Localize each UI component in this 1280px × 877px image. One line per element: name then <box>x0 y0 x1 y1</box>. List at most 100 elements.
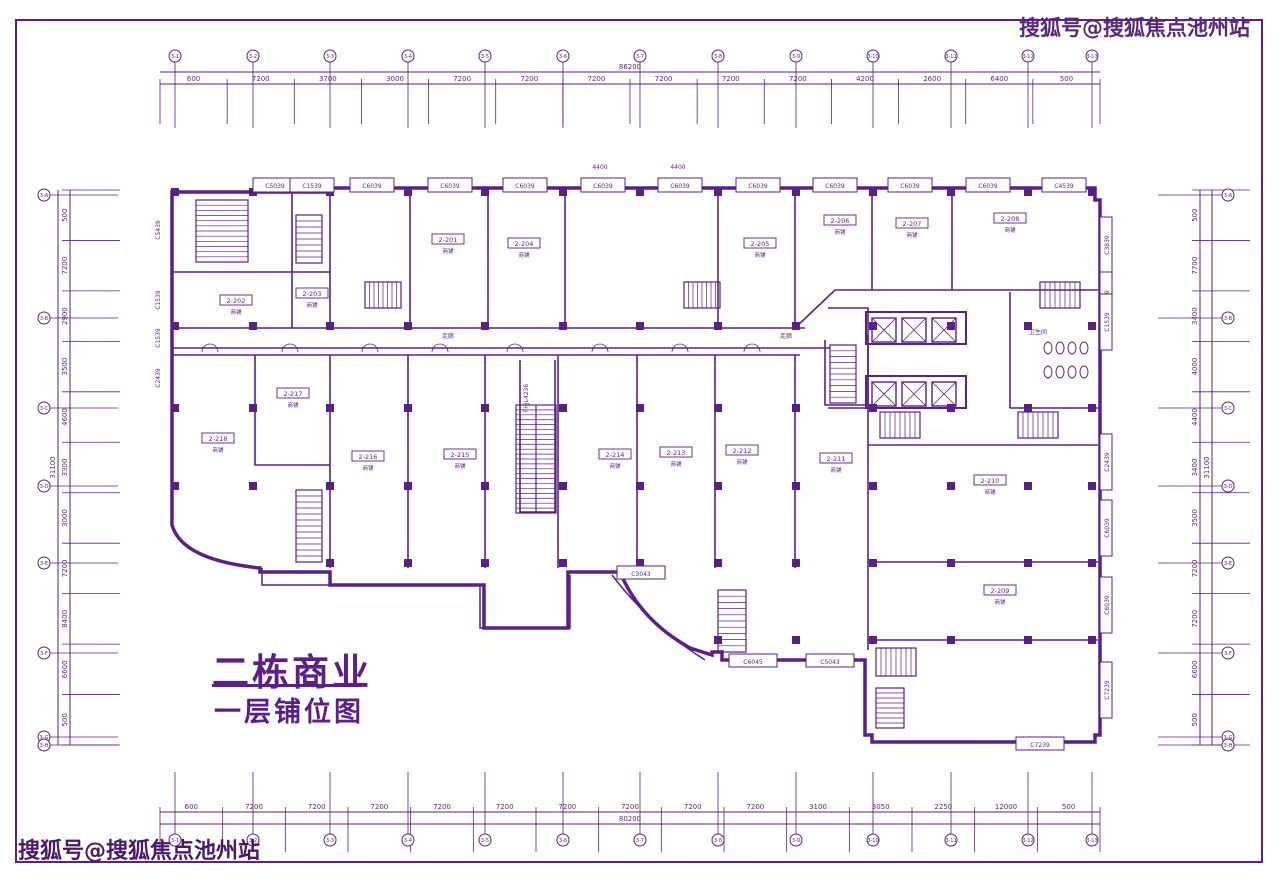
column <box>714 188 722 196</box>
unit-use: 商铺 <box>670 460 682 468</box>
unit-id: 2-216 <box>359 453 378 461</box>
unit-use: 商铺 <box>754 251 766 259</box>
dim-value: 500 <box>1191 713 1199 726</box>
axis-label: 3-9 <box>792 838 800 844</box>
axis-label: 3-B <box>1224 316 1233 322</box>
watermark-top: 搜狐号@搜狐焦点池州站 <box>1019 16 1250 40</box>
column <box>714 482 722 490</box>
axis-label: 3-A <box>1224 193 1233 199</box>
column <box>792 559 800 567</box>
axis-label: 3-8 <box>714 838 722 844</box>
elevator-shaft <box>901 317 927 343</box>
axis-label: 3-5 <box>481 838 489 844</box>
toilet-fixture <box>1079 365 1089 379</box>
door-swing <box>743 343 761 353</box>
window-label: C6039 <box>670 183 690 190</box>
column <box>559 188 567 196</box>
axis-bubbles: 3-13-13-23-23-33-33-43-43-53-53-63-63-73… <box>37 49 1235 847</box>
column <box>1024 482 1032 490</box>
unit-use: 商铺 <box>212 446 224 454</box>
window-label: C1539 <box>155 290 162 310</box>
window-box <box>887 177 933 193</box>
unit-use: 商铺 <box>518 251 530 259</box>
window-box <box>1099 499 1113 557</box>
door-swing <box>201 343 219 353</box>
window-label: C7239 <box>1104 680 1111 700</box>
unit-id: 2-206 <box>831 217 850 225</box>
window-box <box>1099 293 1113 351</box>
column <box>1024 404 1032 412</box>
exterior-wall <box>170 186 1102 744</box>
dim-value: 4000 <box>1191 358 1199 376</box>
window-label: C1539 <box>302 183 322 190</box>
axis-label: 3-3 <box>326 838 334 844</box>
toilet-fixture <box>1043 341 1053 355</box>
stairs-and-escalator <box>195 199 1081 729</box>
axis-label: 3-4 <box>404 838 412 844</box>
column <box>1024 188 1032 196</box>
window-box <box>580 177 626 193</box>
dim-value: 7200 <box>433 803 451 811</box>
window-box <box>427 177 473 193</box>
column <box>171 482 179 490</box>
axis-label: 3-E <box>40 561 48 567</box>
unit-id: 2-218 <box>209 435 228 443</box>
window-box <box>735 177 781 193</box>
elevator-shaft <box>931 317 957 343</box>
dim-value: 8400 <box>61 610 69 628</box>
unit-tag-box <box>823 214 857 226</box>
window-box <box>1099 661 1113 719</box>
axis-label: 3-8 <box>714 54 722 60</box>
escalator-label: FHJL4236 <box>523 384 530 413</box>
axis-label: 3-7 <box>636 838 644 844</box>
unit-tag-box <box>219 294 253 306</box>
door-swing <box>281 343 299 353</box>
window-label: C6045 <box>743 659 763 666</box>
caption-subtitle: 一层铺位图 <box>214 697 364 728</box>
unit-id: 2-201 <box>439 236 458 244</box>
dim-total: 80200 <box>619 815 641 823</box>
dim-value: 7200 <box>684 803 702 811</box>
dim-value: 7700 <box>1191 257 1199 275</box>
dim-value: 6600 <box>61 660 69 678</box>
interior-wall <box>828 307 869 409</box>
column <box>326 322 334 330</box>
unit-labels: 2-201商铺2-202商铺2-203商铺2-204商铺2-205商铺2-206… <box>201 212 1047 606</box>
dim-value: 3000 <box>386 75 404 83</box>
column <box>1088 559 1096 567</box>
axis-label: 3-13 <box>1086 54 1097 60</box>
unit-id: 2-203 <box>303 290 322 298</box>
dim-value: 7200 <box>722 75 740 83</box>
window-label: C5043 <box>820 659 840 666</box>
dim-value: 7200 <box>370 803 388 811</box>
column <box>869 404 877 412</box>
outer-frame <box>15 19 1263 863</box>
unit-use: 商铺 <box>287 401 299 409</box>
axis-label: 3-12 <box>1022 54 1033 60</box>
window-box <box>289 177 335 193</box>
axis-label: 3-9 <box>792 54 800 60</box>
unit-use: 商铺 <box>994 598 1006 606</box>
axis-label: 3-A <box>40 193 49 199</box>
window-box <box>1099 576 1113 634</box>
axis-label: 3-F <box>40 651 48 657</box>
column <box>481 482 489 490</box>
axis-label: 3-10 <box>867 54 878 60</box>
dim-value: 500 <box>1062 803 1075 811</box>
toilet-fixture <box>1067 365 1077 379</box>
dim-value: 7200 <box>1191 559 1199 577</box>
unit-use: 商铺 <box>906 231 918 239</box>
axis-label: 3-C <box>1224 406 1233 412</box>
axis-label: 3-6 <box>559 54 567 60</box>
unit-id: 2-212 <box>733 447 752 455</box>
dim-value: 6600 <box>1191 660 1199 678</box>
unit-id: 2-214 <box>606 451 625 459</box>
column <box>481 559 489 567</box>
dim-value: 3400 <box>1191 459 1199 477</box>
column <box>714 404 722 412</box>
window-box <box>1015 736 1065 751</box>
unit-tag-box <box>276 387 310 399</box>
unit-id: 2-208 <box>1001 215 1020 223</box>
